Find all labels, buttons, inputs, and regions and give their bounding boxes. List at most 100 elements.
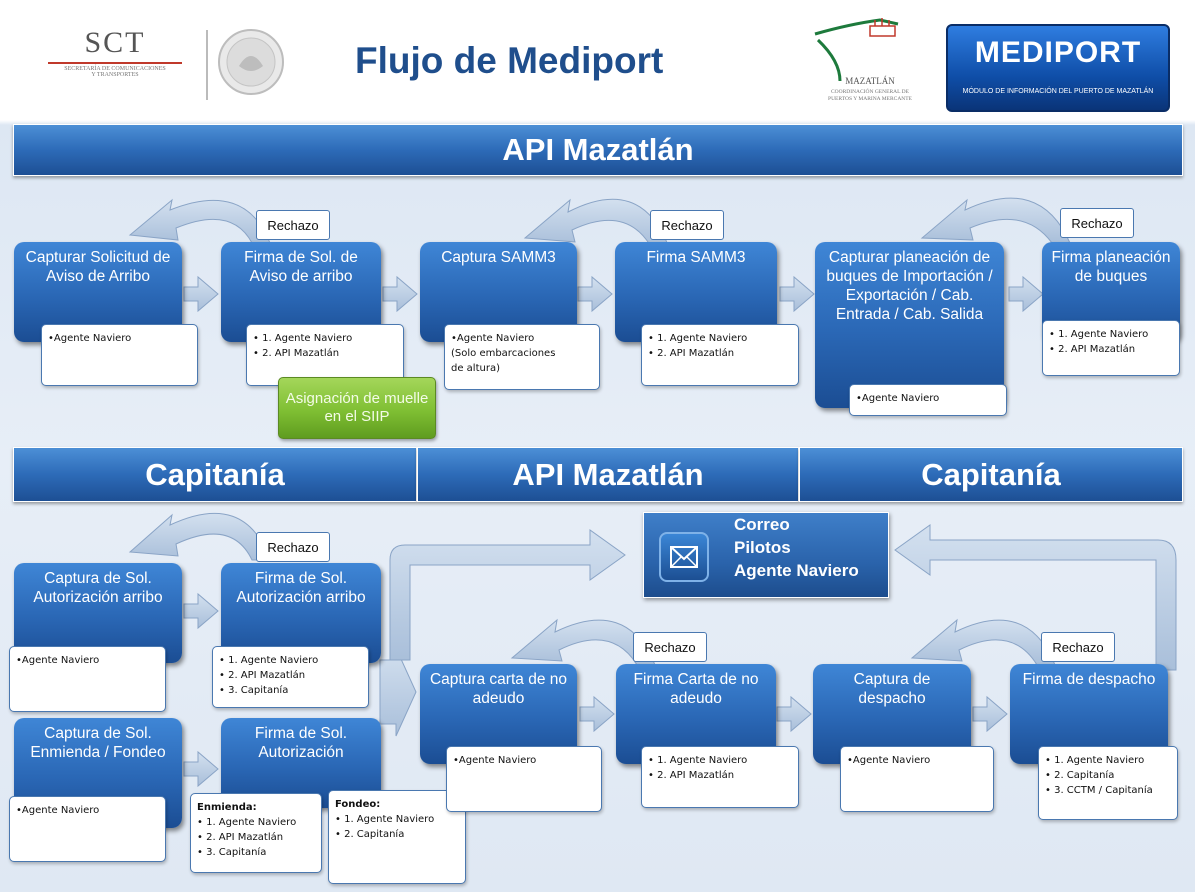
step-note: • 1. Agente Naviero • 2. API Mazatlán <box>246 324 404 386</box>
step-label: Firma Carta de no adeudo <box>633 671 759 707</box>
arrow-right <box>183 750 219 788</box>
step-note: •Agente Naviero <box>840 746 994 812</box>
step-note: •Agente Naviero (Solo embarcaciones de a… <box>444 324 600 390</box>
mazatlan-line2: PUERTOS Y MARINA MERCANTE <box>828 96 912 102</box>
banner-capitania-right: Capitanía <box>799 447 1183 502</box>
note-item: • 1. Agente Naviero <box>1045 755 1145 766</box>
note-item: •Agente Naviero <box>16 805 100 816</box>
rejection-arrow <box>128 512 271 561</box>
step-note: •Agente Naviero <box>9 646 166 712</box>
step-label: Firma de Sol. Autorización arribo <box>236 570 366 606</box>
banner-capitania-left: Capitanía <box>13 447 417 502</box>
mediport-logo: MEDIPORT MÓDULO DE INFORMACIÓN DEL PUERT… <box>946 24 1170 112</box>
rejection-arrow <box>523 198 669 246</box>
step-note: • 1. Agente Naviero • 2. API Mazatlán <box>641 746 799 808</box>
sct-red-line <box>48 62 182 64</box>
sct-abbr: SCT <box>84 26 146 59</box>
note-item: • 3. Capitanía <box>219 685 289 696</box>
note-item: • 1. Agente Naviero <box>219 655 319 666</box>
rejection-arrow <box>510 618 656 666</box>
note-item: •Agente Naviero <box>856 393 940 404</box>
note-item: • 1. Agente Naviero <box>648 755 748 766</box>
step-label: Captura de Sol. Autorización arribo <box>33 570 163 606</box>
note-item: de altura) <box>451 363 500 374</box>
arrow-right <box>972 695 1008 733</box>
step-label: Captura de despacho <box>853 671 931 707</box>
rejection-label: Rechazo <box>1060 208 1134 238</box>
note-item: •Agente Naviero <box>48 333 132 344</box>
arrow-right <box>577 275 613 313</box>
rejection-label: Rechazo <box>256 210 330 240</box>
arrow-right <box>776 695 812 733</box>
banner-api-top: API Mazatlán <box>13 124 1183 176</box>
note-item: • 2. API Mazatlán <box>1049 344 1136 355</box>
arrow-right <box>579 695 615 733</box>
step-note: • 1. Agente Naviero • 2. Capitanía • 3. … <box>1038 746 1178 820</box>
step-note: • 1. Agente Naviero • 2. API Mazatlán <box>641 324 799 386</box>
page-title: Flujo de Mediport <box>355 40 664 81</box>
arrow-right <box>1008 275 1044 313</box>
note-item: • 1. Agente Naviero <box>253 333 353 344</box>
arrow-right <box>779 275 815 313</box>
step-note: • 1. Agente Naviero • 2. API Mazatlán <box>1042 320 1180 376</box>
mediport-subtitle: MÓDULO DE INFORMACIÓN DEL PUERTO DE MAZA… <box>962 88 1154 95</box>
mexico-seal-logo <box>215 26 287 98</box>
step-label: Capturar Solicitud de Aviso de Arribo <box>25 249 171 285</box>
arrow-up-to-mail <box>389 529 626 661</box>
step-label: Captura SAMM3 <box>441 249 556 266</box>
note-item: • 2. API Mazatlán <box>648 770 735 781</box>
enmienda-note: Enmienda: • 1. Agente Naviero • 2. API M… <box>190 793 322 873</box>
fondeo-note: Fondeo: • 1. Agente Naviero • 2. Capitan… <box>328 790 466 884</box>
envelope-icon <box>659 532 709 582</box>
arrow-right <box>183 592 219 630</box>
step-note: •Agente Naviero <box>9 796 166 862</box>
step-note: •Agente Naviero <box>849 384 1007 416</box>
sct-logo: SCT SECRETARÍA DE COMUNICACIONES Y TRANS… <box>30 26 200 106</box>
note-item: • 1. Agente Naviero <box>197 817 297 828</box>
mail-line-correo: Correo <box>734 515 790 534</box>
note-item: • 2. API Mazatlán <box>219 670 306 681</box>
step-capturar-planeacion: Capturar planeación de buques de Importa… <box>815 242 1004 408</box>
step-note: •Agente Naviero <box>41 324 198 386</box>
note-item: • 2. API Mazatlán <box>648 348 735 359</box>
rejection-label: Rechazo <box>633 632 707 662</box>
note-item: • 1. Agente Naviero <box>335 814 435 825</box>
step-label: Firma planeación de buques <box>1051 249 1171 285</box>
step-label: Captura carta de no adeudo <box>429 671 567 707</box>
note-item: • 1. Agente Naviero <box>1049 329 1149 340</box>
step-label: Firma de despacho <box>1022 671 1156 688</box>
rejection-arrow <box>920 197 1071 244</box>
enmienda-title: Enmienda: <box>197 802 257 813</box>
rejection-label: Rechazo <box>256 532 330 562</box>
note-item: • 2. Capitanía <box>335 829 405 840</box>
step-label: Capturar planeación de buques de Importa… <box>826 249 993 323</box>
note-item: •Agente Naviero <box>847 755 931 766</box>
note-item: • 3. Capitanía <box>197 847 267 858</box>
sct-line2: Y TRANSPORTES <box>91 72 139 78</box>
asignacion-muelle-box: Asignación de muelle en el SIIP <box>278 377 436 439</box>
arrow-from-right-to-mail <box>894 524 1177 671</box>
note-item: • 2. Capitanía <box>1045 770 1115 781</box>
mazatlan-name: MAZATLÁN <box>845 76 895 86</box>
merge-arrow <box>379 647 417 737</box>
rejection-arrow <box>128 198 271 244</box>
note-item: •Agente Naviero <box>16 655 100 666</box>
mazatlan-line1: COORDINACIÓN GENERAL DE <box>830 89 909 95</box>
arrow-right <box>382 275 418 313</box>
note-item: • 2. API Mazatlán <box>197 832 284 843</box>
fondeo-title: Fondeo: <box>335 799 381 810</box>
note-item: • 2. API Mazatlán <box>253 348 340 359</box>
rejection-label: Rechazo <box>1041 632 1115 662</box>
step-label: Firma SAMM3 <box>646 249 746 266</box>
rejection-label: Rechazo <box>650 210 724 240</box>
mail-line-pilotos: Pilotos <box>734 538 791 557</box>
note-item: •Agente Naviero <box>451 333 535 344</box>
note-item: (Solo embarcaciones <box>451 348 556 359</box>
mediport-name: MEDIPORT <box>974 36 1142 69</box>
step-label: Firma de Sol. Autorización <box>254 725 348 761</box>
step-note: •Agente Naviero <box>446 746 602 812</box>
logo-divider <box>206 30 208 100</box>
banner-api-center: API Mazatlán <box>417 447 799 502</box>
step-label: Firma de Sol. de Aviso de arribo <box>244 249 358 285</box>
